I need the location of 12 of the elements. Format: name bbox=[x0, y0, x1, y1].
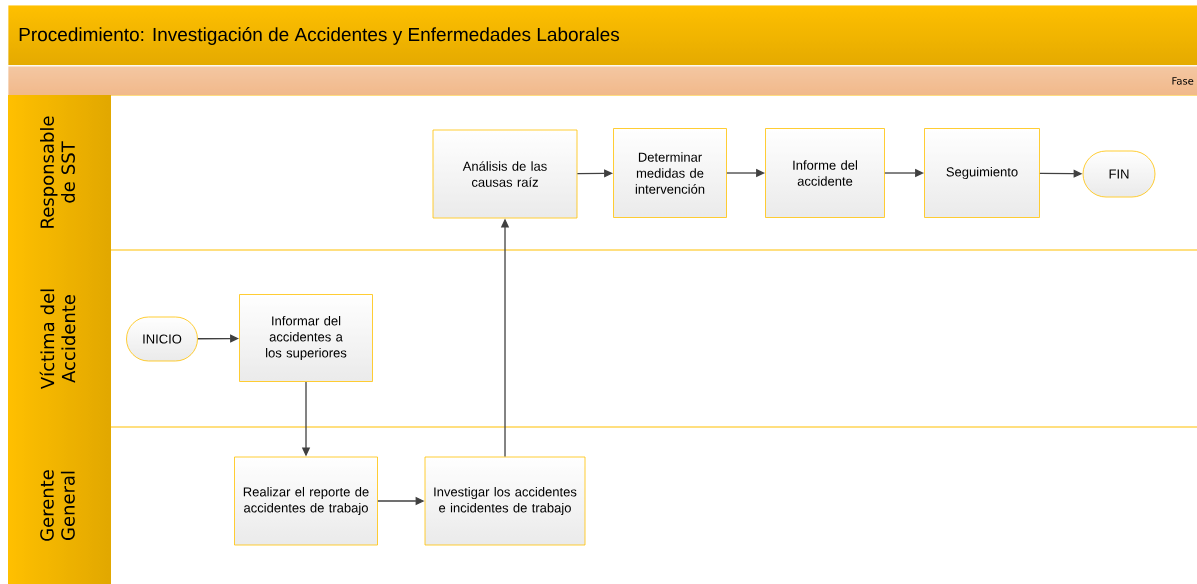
process-box: Análisis de las causas raíz bbox=[432, 129, 578, 219]
process-box: Informe del accidente bbox=[765, 128, 885, 218]
process-box: Seguimiento bbox=[924, 128, 1040, 218]
lane-header: Gerente General bbox=[40, 470, 75, 541]
process-box: Determinar medidas de intervención bbox=[613, 128, 727, 218]
lane-header: Responsable de SST bbox=[40, 116, 75, 228]
title: Procedimiento: Investigación de Accidentes y Enfermedades Laborales bbox=[19, 27, 620, 45]
process-box: Informar del accidentes a los superiores bbox=[239, 294, 373, 382]
process-box: Investigar los accidentes e incidentes de trabajo bbox=[424, 456, 586, 546]
lane-header: Víctima del Accidente bbox=[39, 289, 76, 390]
phase-label: Fase bbox=[1172, 77, 1194, 85]
process-box: Realizar el reporte de accidentes de trabajo bbox=[234, 456, 378, 546]
